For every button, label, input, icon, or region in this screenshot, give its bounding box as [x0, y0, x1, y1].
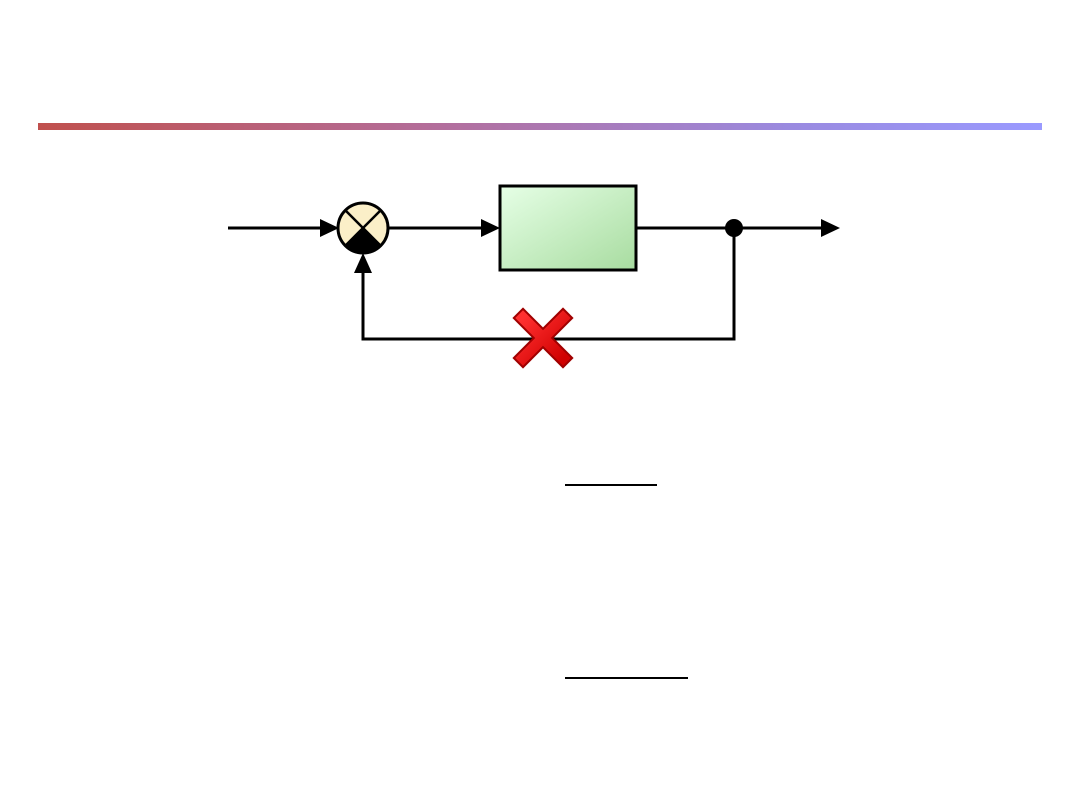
input-arrow — [228, 219, 339, 237]
red-x-icon — [512, 307, 574, 369]
formula-underline-2 — [565, 677, 688, 679]
junction-to-block-arrow — [388, 219, 500, 237]
plant-block — [498, 184, 638, 272]
formula-underline-1 — [565, 484, 657, 486]
summing-junction — [336, 201, 390, 255]
output-arrow — [734, 219, 840, 237]
title-rule — [38, 123, 1042, 130]
